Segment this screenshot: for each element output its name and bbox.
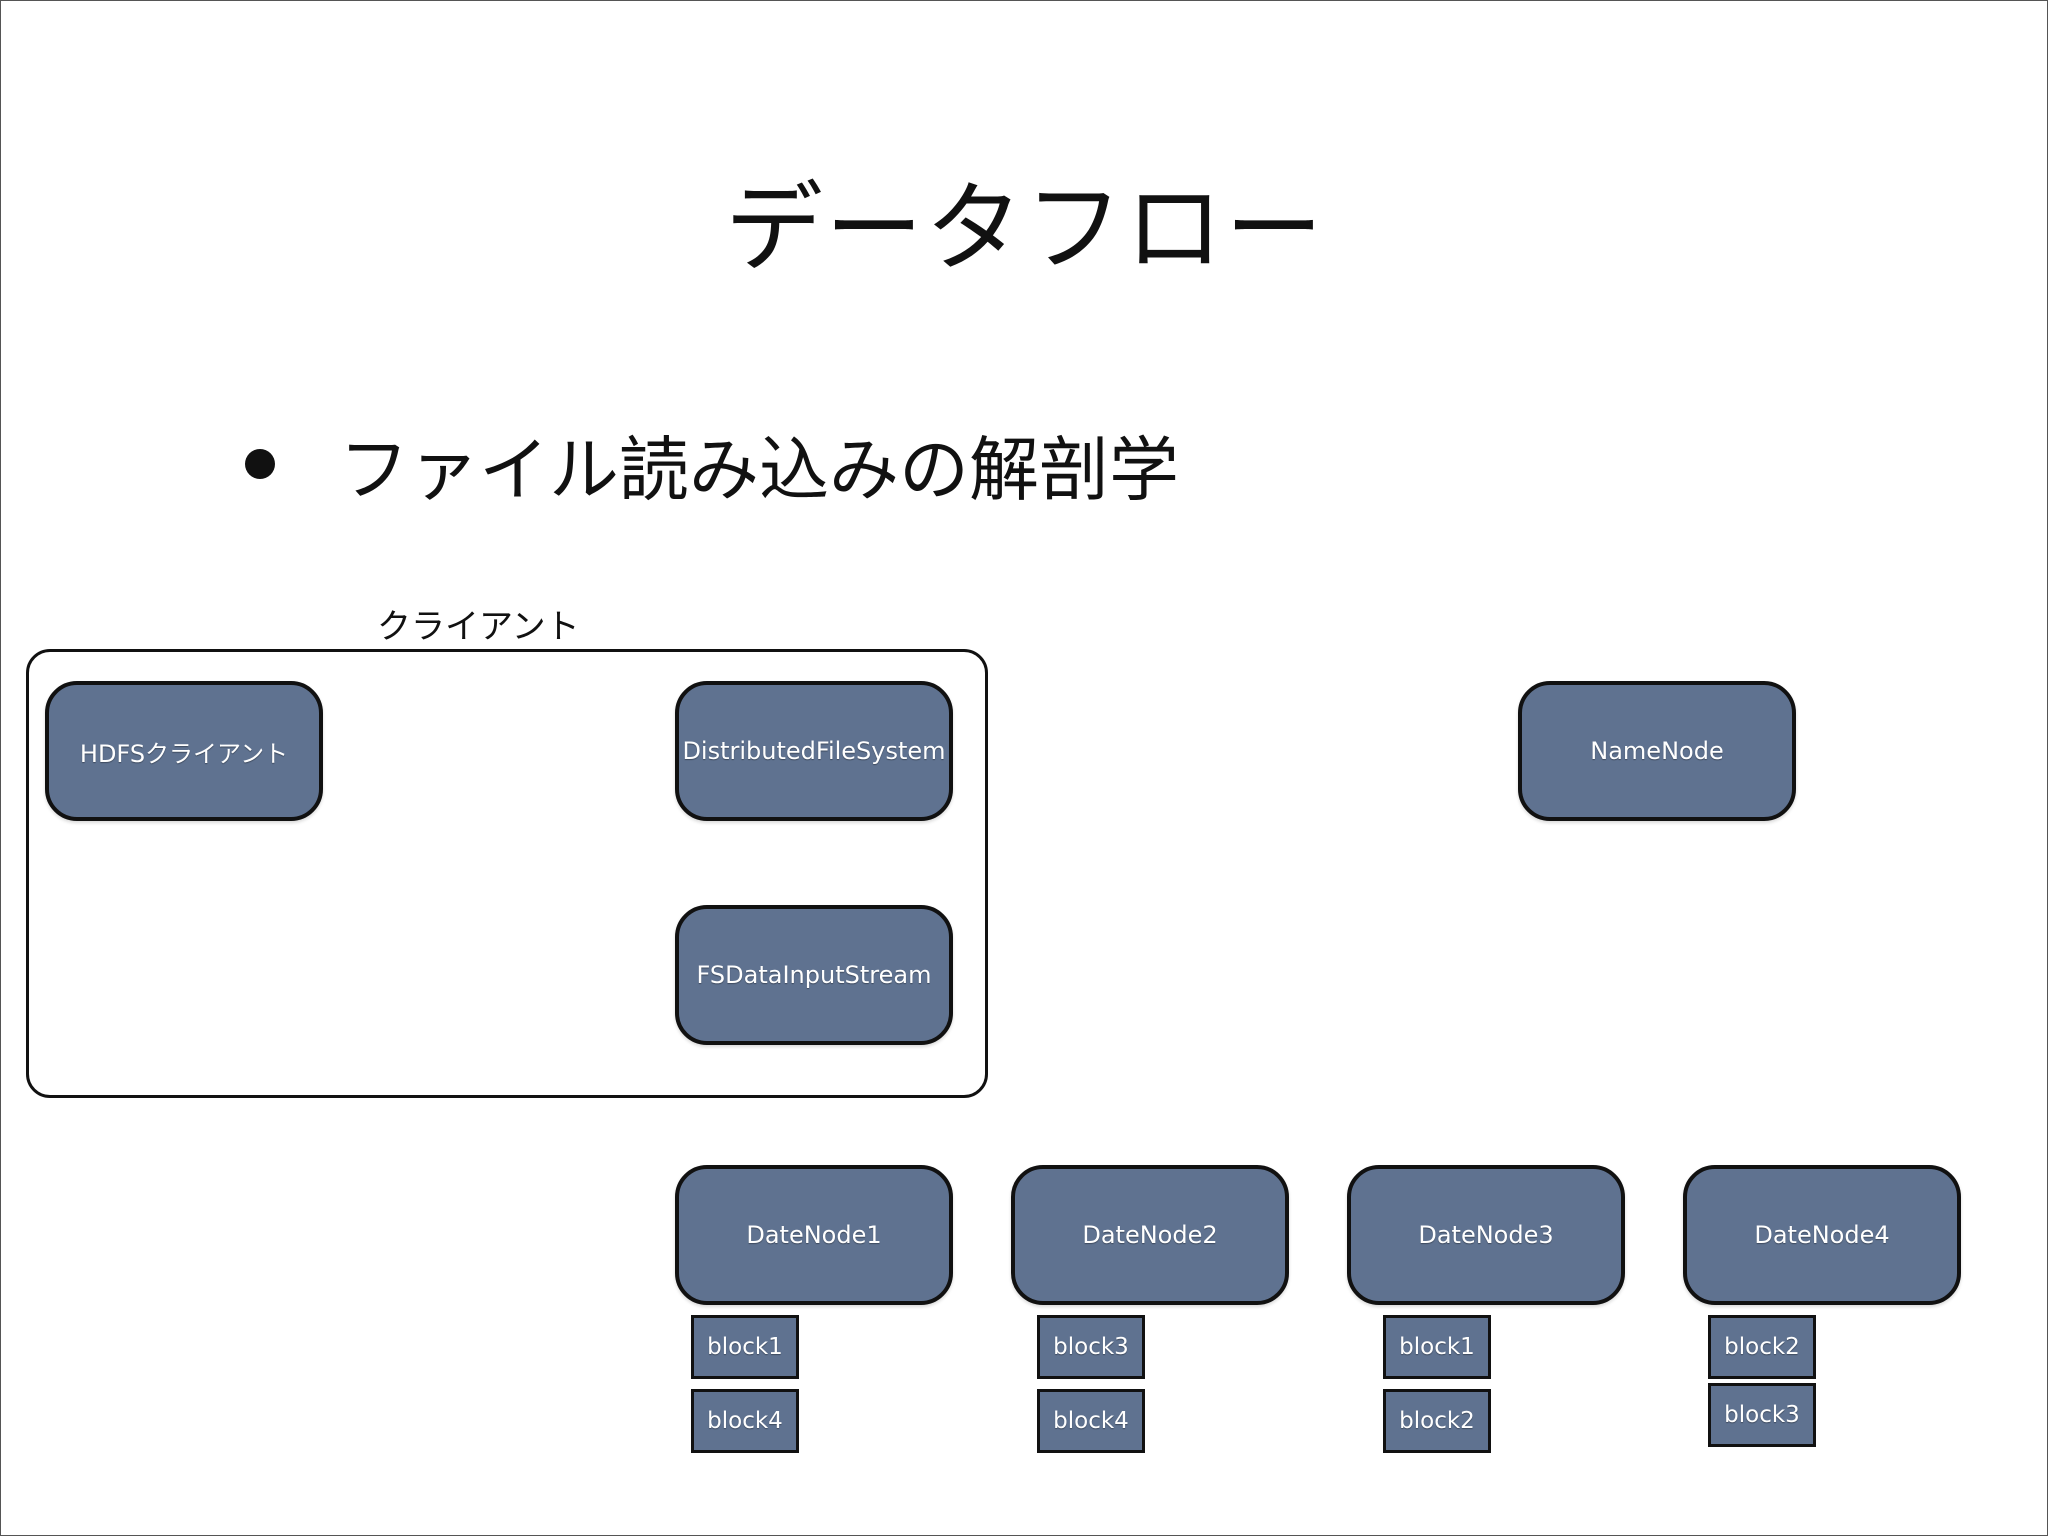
slide-title: データフロー [724, 172, 1325, 286]
datanode-3: DateNode3 [1347, 1165, 1625, 1305]
datanode-1-block: block4 [691, 1389, 799, 1453]
datanode-2: DateNode2 [1011, 1165, 1289, 1305]
namenode-node: NameNode [1518, 681, 1796, 821]
datanode-3-block: block1 [1383, 1315, 1491, 1379]
distributed-file-system-node: DistributedFileSystem [675, 681, 953, 821]
datanode-2-block: block4 [1037, 1389, 1145, 1453]
datanode-1: DateNode1 [675, 1165, 953, 1305]
datanode-4: DateNode4 [1683, 1165, 1961, 1305]
datanode-3-block: block2 [1383, 1389, 1491, 1453]
hdfs-client-node: HDFSクライアント [45, 681, 323, 821]
datanode-1-block: block1 [691, 1315, 799, 1379]
datanode-4-block: block2 [1708, 1315, 1816, 1379]
datanode-2-block: block3 [1037, 1315, 1145, 1379]
bullet-text: ファイル読み込みの解剖学 [339, 428, 1179, 511]
client-group-label: クライアント [377, 607, 580, 647]
bullet-item: ファイル読み込みの解剖学 [245, 419, 1179, 511]
datanode-4-block: block3 [1708, 1383, 1816, 1447]
fs-data-input-stream-node: FSDataInputStream [675, 905, 953, 1045]
bullet-dot-icon [245, 449, 275, 479]
